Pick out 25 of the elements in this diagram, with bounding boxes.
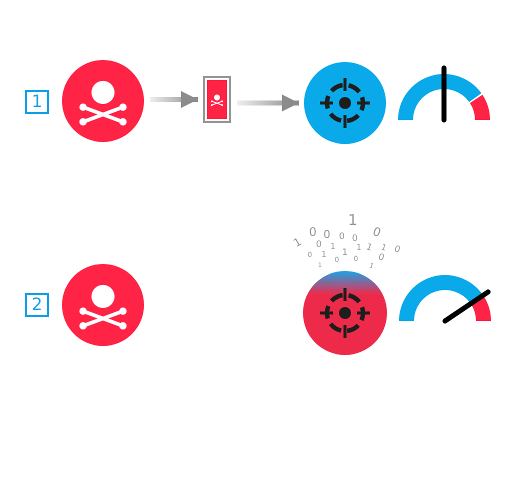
binary-digit: 0 <box>376 252 386 264</box>
target-circle <box>304 62 386 144</box>
target-circle <box>303 271 387 355</box>
binary-digit: 1 <box>356 244 362 252</box>
binary-digit: 1 <box>380 243 388 253</box>
phone-card <box>203 76 231 123</box>
binary-digit: 0 <box>309 226 317 238</box>
binary-digit: 1 <box>292 235 304 249</box>
danger-circle <box>62 264 144 346</box>
binary-digit: 1 <box>330 243 336 251</box>
binary-digit: 1 <box>348 212 358 228</box>
binary-digit: 1 <box>342 248 348 258</box>
binary-digit: 1 <box>364 242 374 254</box>
binary-digit: 0 <box>392 244 402 256</box>
step-number: 2 <box>25 293 49 317</box>
step-number: 1 <box>25 90 49 114</box>
binary-digit: 0 <box>323 228 330 240</box>
binary-digit: 0 <box>371 225 382 239</box>
binary-digit: 0 <box>316 240 322 250</box>
binary-digit: 0 <box>339 232 345 242</box>
arrow <box>150 91 198 108</box>
binary-digit: 0 <box>352 234 358 244</box>
binary-digit: 1 <box>321 251 326 259</box>
danger-circle <box>62 60 144 142</box>
arrow <box>237 94 299 112</box>
